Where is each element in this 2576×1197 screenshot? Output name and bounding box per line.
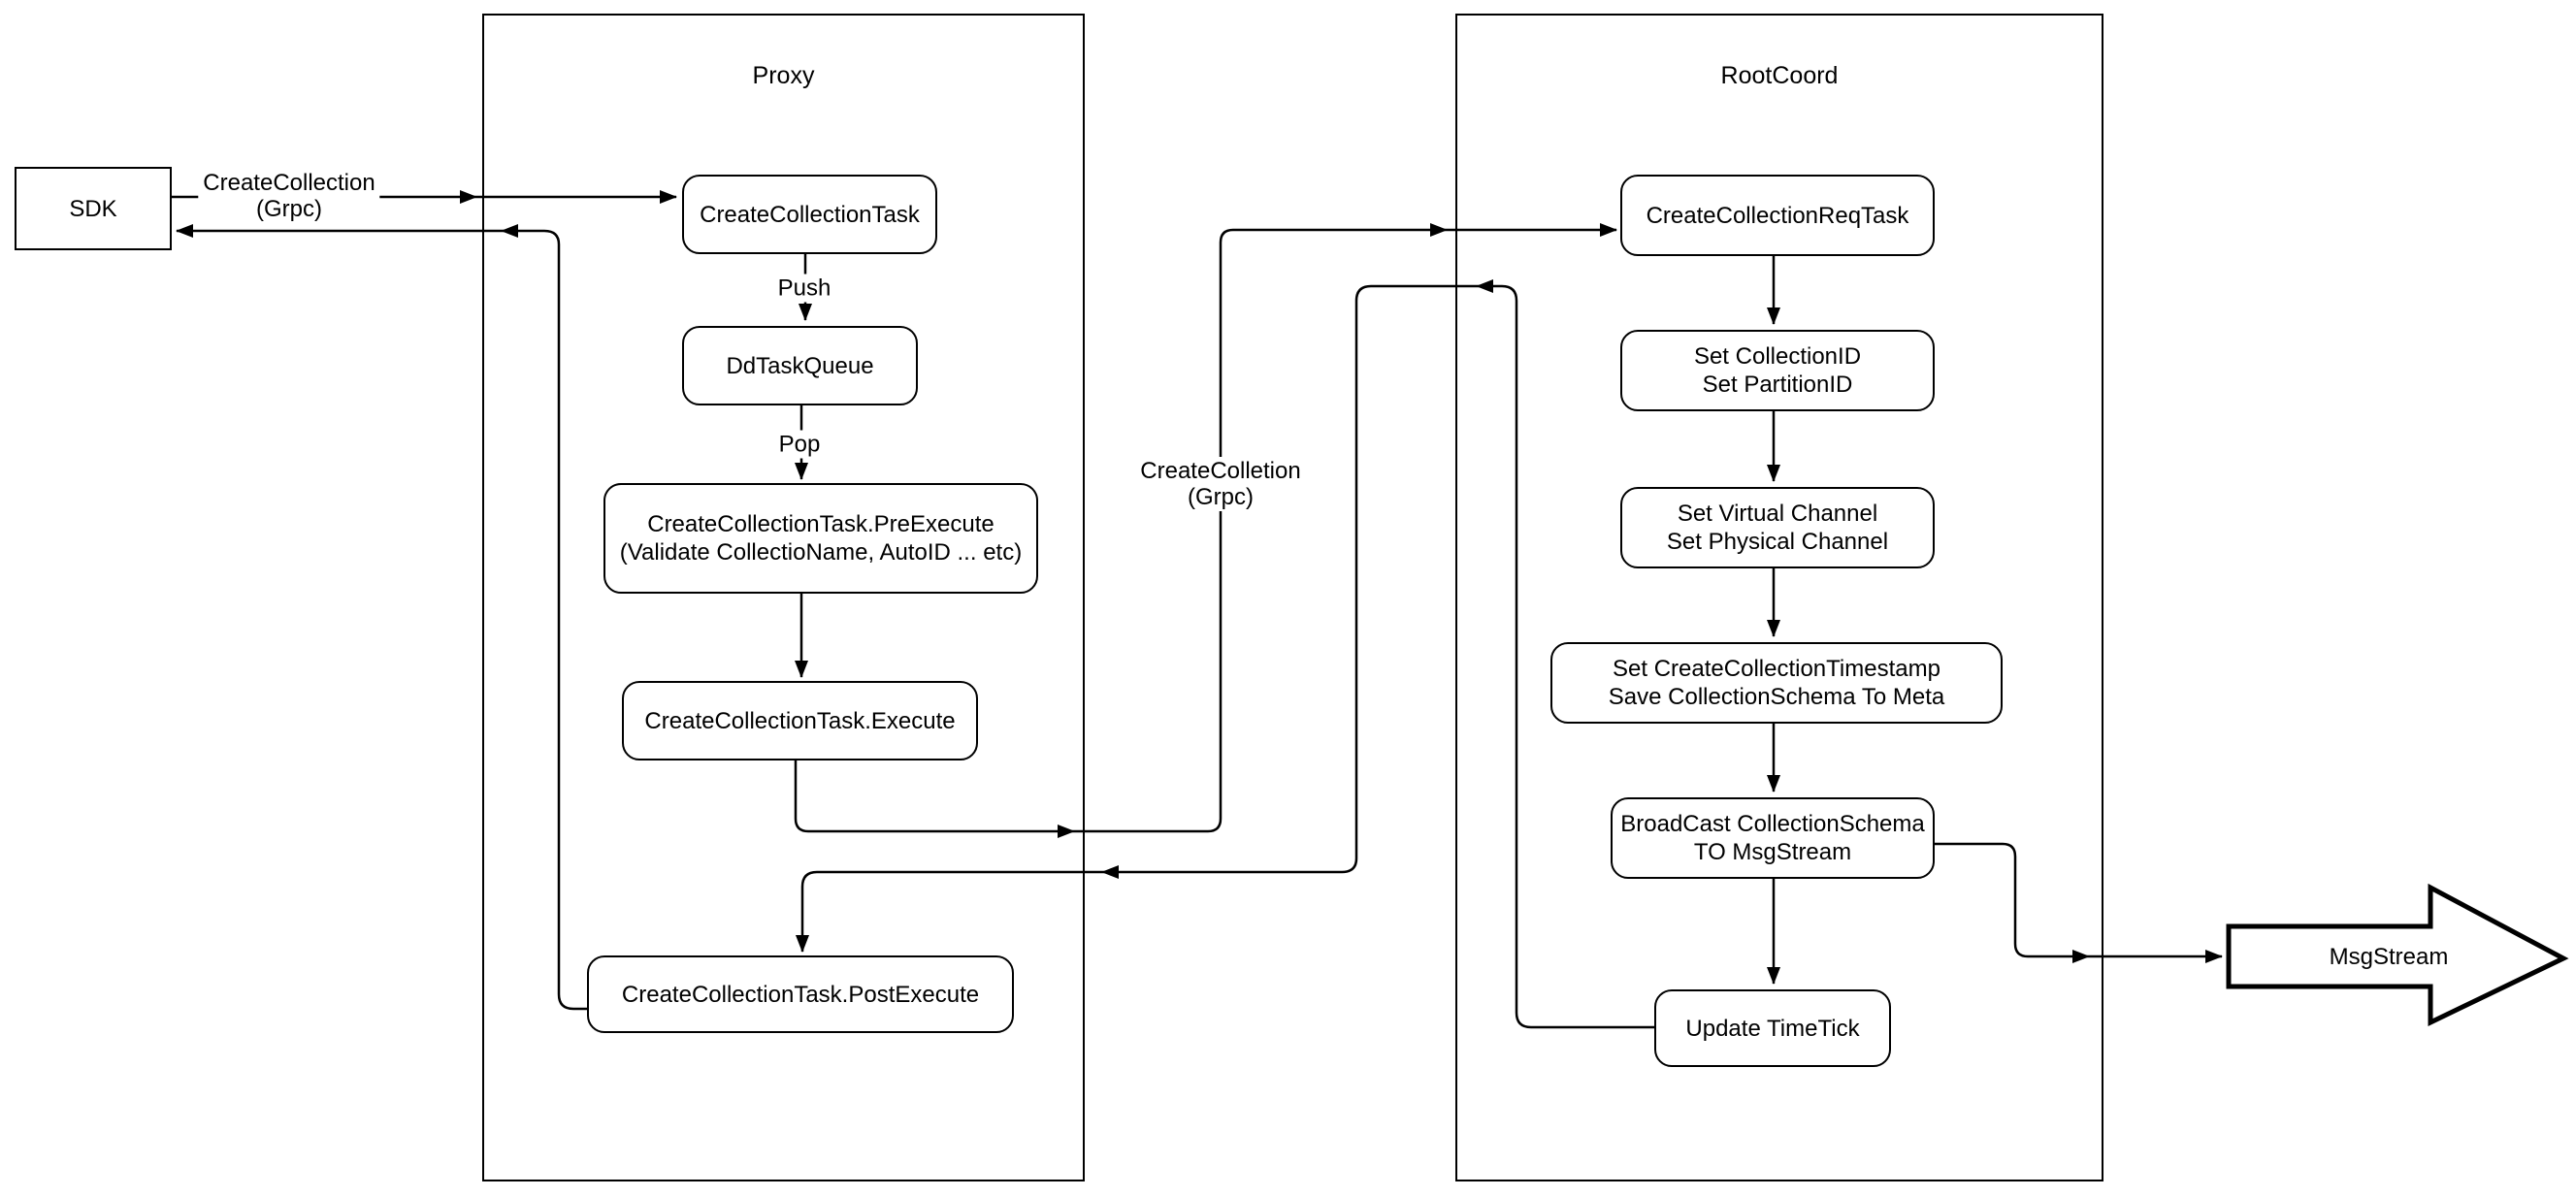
edge-label-sdk-grpc: CreateCollection (Grpc) [198, 169, 380, 223]
arrowhead-proxy-exit [501, 224, 518, 238]
edge-broadcast-to-msgstream [1935, 842, 2223, 963]
node-set-channels[interactable]: Set Virtual Channel Set Physical Channel [1620, 487, 1935, 568]
node-create-collection-task-label: CreateCollectionTask [700, 201, 920, 228]
edge-execute-to-reqtask [794, 223, 1617, 833]
node-pre-execute-line1: CreateCollectionTask.PreExecute [647, 511, 995, 537]
node-dd-task-queue[interactable]: DdTaskQueue [682, 326, 918, 405]
node-broadcast-line2: TO MsgStream [1693, 839, 1852, 865]
arrowhead-rootcoord-left-exit [1476, 279, 1493, 293]
node-req-task-label: CreateCollectionReqTask [1646, 202, 1909, 229]
node-broadcast-line1: BroadCast CollectionSchema [1620, 811, 1925, 837]
edge-label-push: Push [772, 274, 836, 303]
msgstream-arrow-shape[interactable] [2226, 883, 2569, 1026]
node-broadcast[interactable]: BroadCast CollectionSchema TO MsgStream [1611, 797, 1935, 879]
edge-label-proxy-grpc-line2: (Grpc) [1187, 484, 1254, 510]
node-sdk-label: SDK [69, 195, 117, 222]
node-set-ids-line2: Set PartitionID [1702, 372, 1853, 398]
node-req-task[interactable]: CreateCollectionReqTask [1620, 175, 1935, 256]
node-set-ids-line1: Set CollectionID [1693, 343, 1862, 370]
edge-updatetimetick-to-postexecute [796, 284, 1654, 1029]
node-set-timestamp[interactable]: Set CreateCollectionTimestamp Save Colle… [1550, 642, 2003, 724]
msgstream-label: MsgStream [2329, 944, 2449, 970]
node-set-timestamp-line2: Save CollectionSchema To Meta [1608, 684, 1945, 710]
node-set-timestamp-line1: Set CreateCollectionTimestamp [1613, 656, 1940, 682]
edge-label-proxy-grpc: CreateColletion (Grpc) [1135, 457, 1306, 511]
arrowhead-proxy-entry [460, 190, 477, 204]
node-dd-task-queue-label: DdTaskQueue [726, 352, 874, 379]
edge-label-sdk-grpc-line2: (Grpc) [255, 196, 322, 222]
node-pre-execute[interactable]: CreateCollectionTask.PreExecute (Validat… [603, 483, 1038, 594]
arrowhead-rootcoord-entry [1430, 223, 1448, 237]
node-post-execute[interactable]: CreateCollectionTask.PostExecute [587, 955, 1014, 1033]
node-post-execute-label: CreateCollectionTask.PostExecute [621, 981, 980, 1008]
arrowhead-rootcoord-right-exit [2072, 950, 2090, 963]
node-set-channels-line2: Set Physical Channel [1666, 529, 1889, 555]
container-rootcoord-title: RootCoord [1720, 62, 1839, 89]
node-set-channels-line1: Set Virtual Channel [1677, 501, 1878, 527]
node-execute[interactable]: CreateCollectionTask.Execute [622, 681, 978, 760]
container-rootcoord[interactable] [1455, 14, 2103, 1181]
node-pre-execute-line2: (Validate CollectioName, AutoID ... etc) [619, 539, 1023, 566]
container-proxy-title: Proxy [752, 62, 815, 89]
edge-postexecute-to-sdk [176, 224, 587, 1011]
arrowhead-proxy-right-exit [1058, 825, 1075, 838]
node-update-timetick[interactable]: Update TimeTick [1654, 989, 1891, 1067]
edge-label-pop: Pop [773, 430, 826, 459]
edge-label-proxy-grpc-line1: CreateColletion [1140, 458, 1301, 484]
node-sdk[interactable]: SDK [15, 167, 172, 250]
node-create-collection-task[interactable]: CreateCollectionTask [682, 175, 937, 254]
edge-label-sdk-grpc-line1: CreateCollection [203, 170, 375, 196]
arrowhead-proxy-right-entry [1101, 865, 1119, 879]
node-set-ids[interactable]: Set CollectionID Set PartitionID [1620, 330, 1935, 411]
node-execute-label: CreateCollectionTask.Execute [644, 707, 956, 734]
node-update-timetick-label: Update TimeTick [1685, 1015, 1860, 1042]
container-proxy[interactable] [482, 14, 1085, 1181]
